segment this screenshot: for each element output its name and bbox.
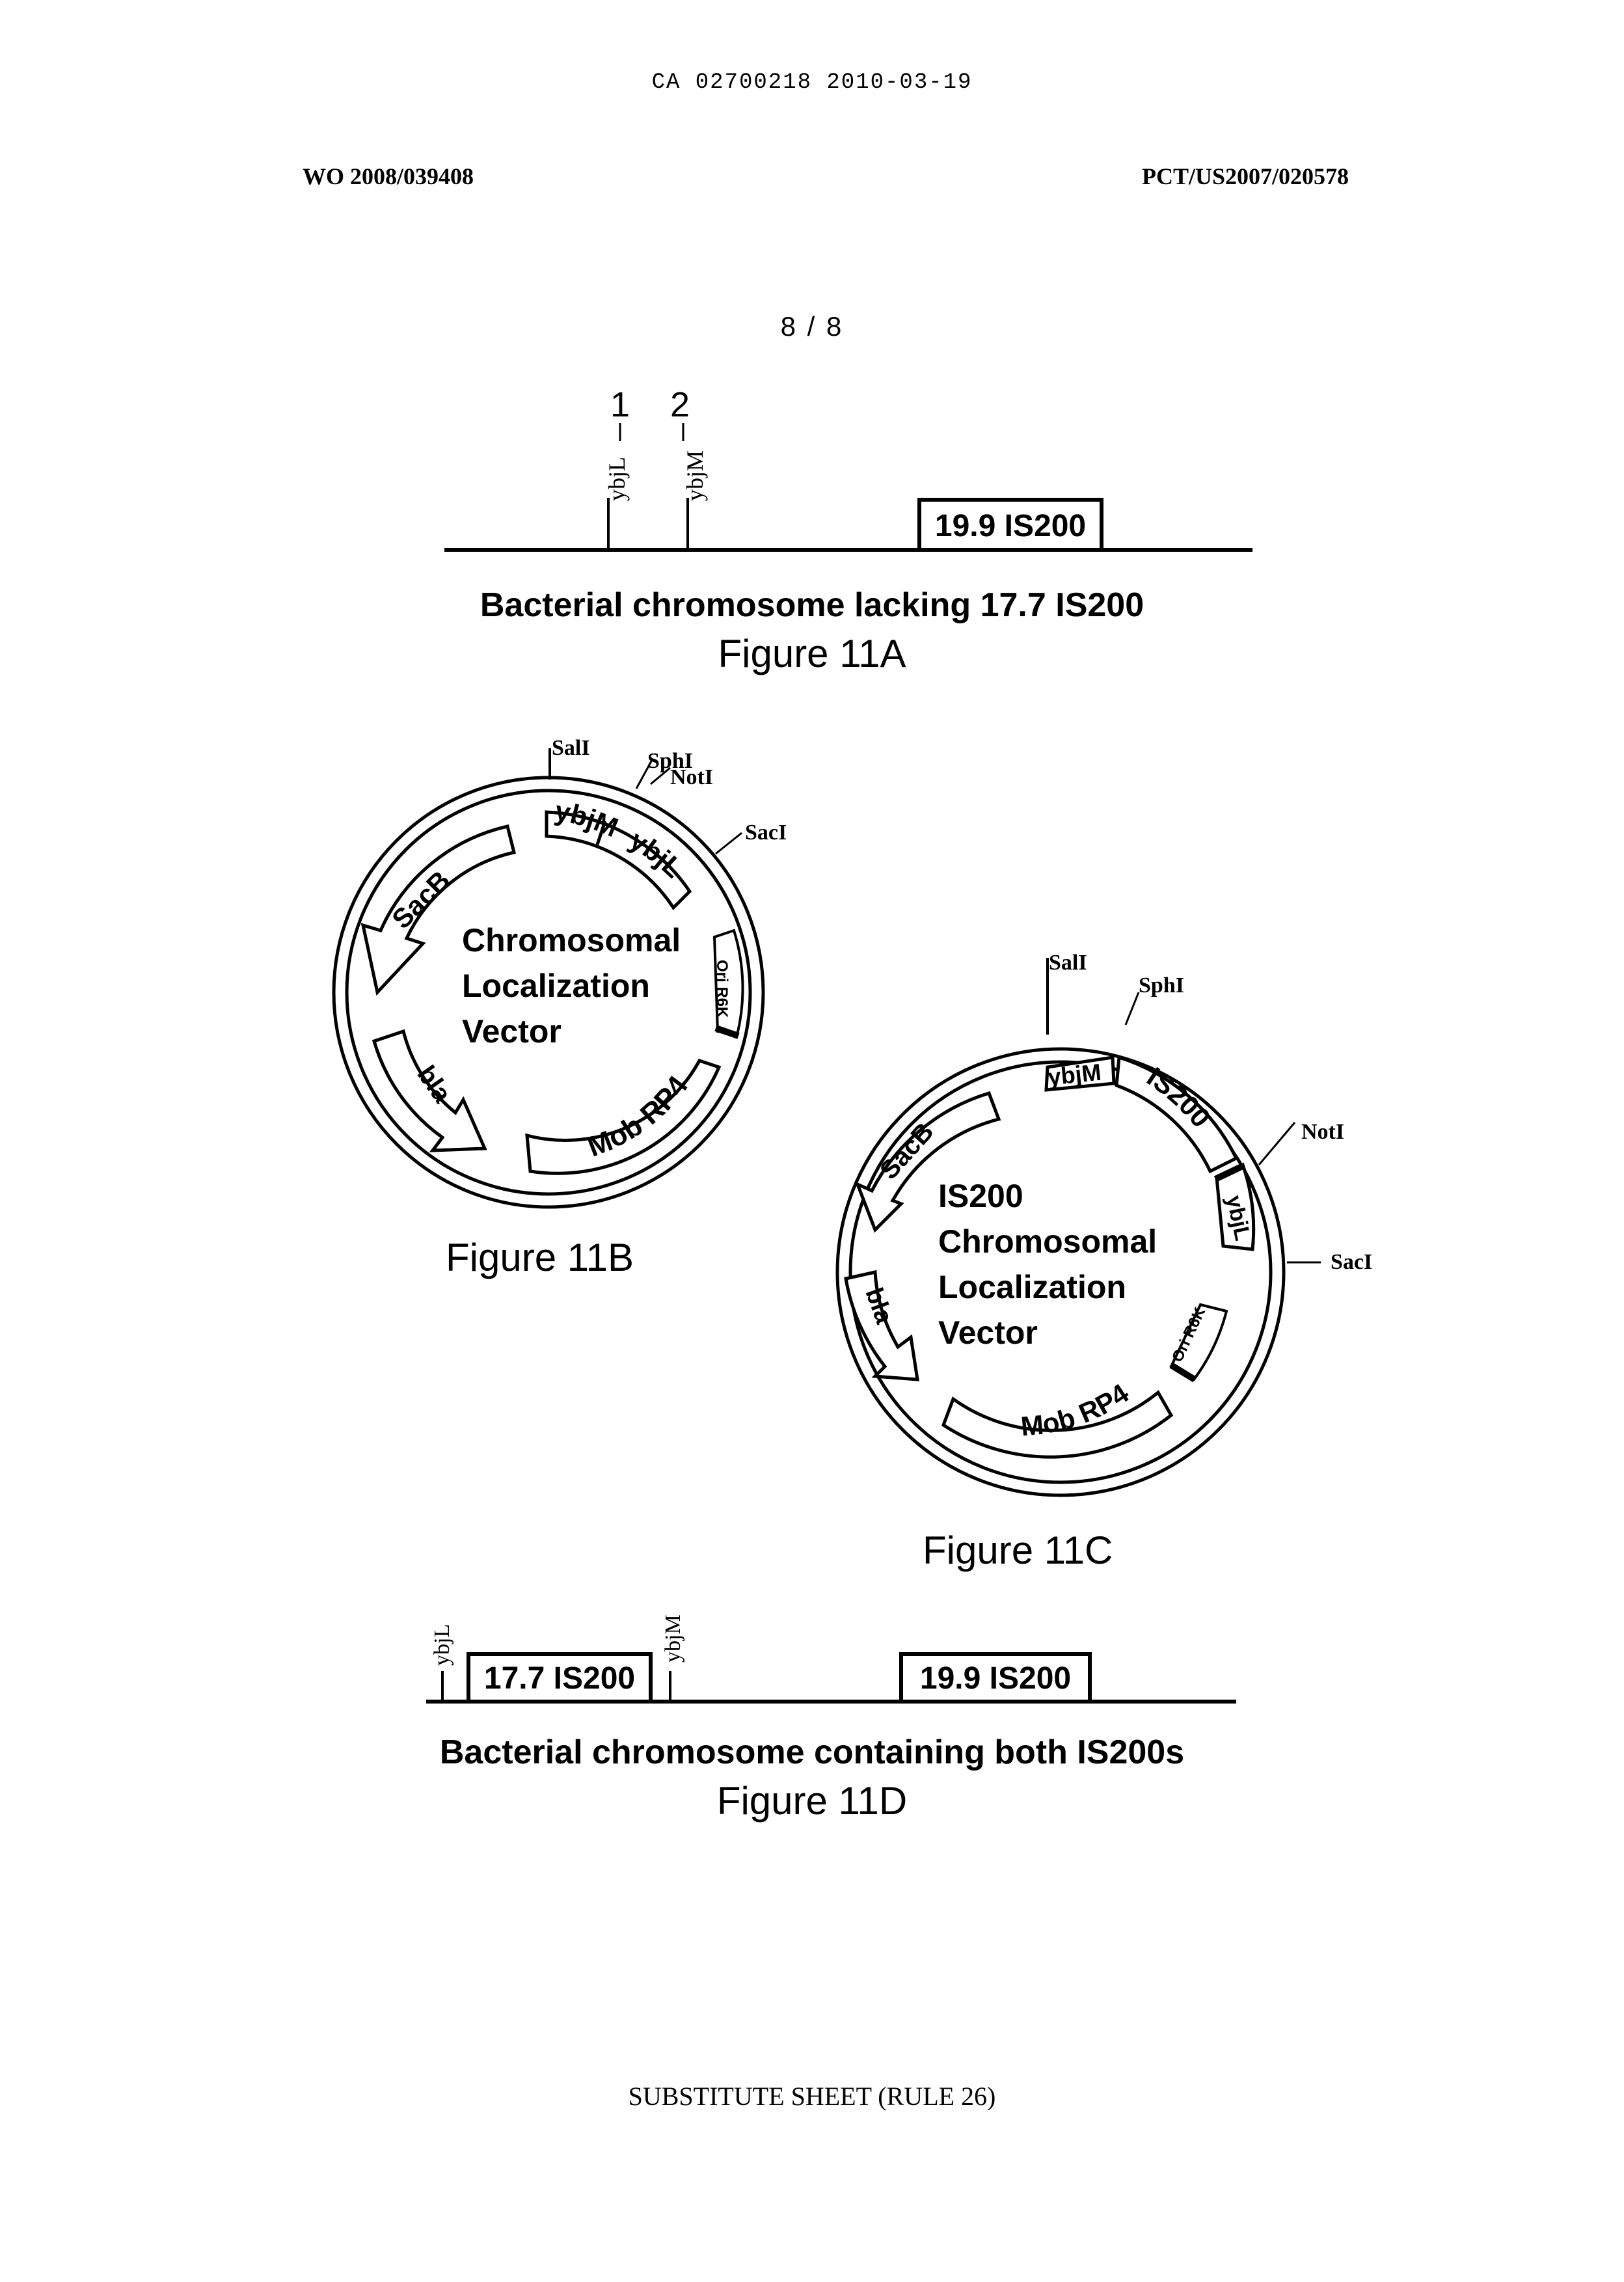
segment-ori: Ori R6K xyxy=(713,960,731,1018)
is200-box-right: 19.9 IS200 xyxy=(920,1661,1071,1696)
vector-name-line3: Localization xyxy=(938,1269,1126,1305)
caption-11a: Bacterial chromosome lacking 17.7 IS200 xyxy=(0,586,1624,625)
gene-ybjL: ybjL xyxy=(604,457,630,501)
figure-11d: ybjL ybjM 17.7 IS200 19.9 IS200 xyxy=(426,1614,1236,1702)
site-sali: SalI xyxy=(552,736,590,760)
site-noti: NotI xyxy=(1301,1120,1344,1144)
vector-name-line2: Localization xyxy=(462,968,650,1004)
gene-ybjM: ybjM xyxy=(682,450,708,501)
vector-name-line3: Vector xyxy=(462,1013,562,1050)
vector-name-line1: IS200 xyxy=(938,1178,1023,1214)
site-saci: SacI xyxy=(1331,1250,1372,1274)
footer-note: SUBSTITUTE SHEET (RULE 26) xyxy=(0,2081,1624,2112)
caption-11d: Bacterial chromosome containing both IS2… xyxy=(0,1733,1624,1772)
site-saci: SacI xyxy=(745,821,787,845)
vector-name-line2: Chromosomal xyxy=(938,1223,1157,1260)
site-noti: NotI xyxy=(670,765,713,789)
is200-box: 19.9 IS200 xyxy=(935,509,1086,543)
figure-label-11b: Figure 11B xyxy=(446,1235,634,1280)
gene-ybjM: ybjM xyxy=(661,1614,685,1663)
site-sali: SalI xyxy=(1049,951,1087,975)
figure-11a: 1 2 ybjL ybjM 19.9 IS200 xyxy=(444,385,1252,550)
site-sphi: SphI xyxy=(1139,973,1184,998)
segment-ybjm: ybjM xyxy=(1047,1059,1103,1091)
figure-label-11a: Figure 11A xyxy=(0,631,1624,676)
is200-box-left: 17.7 IS200 xyxy=(484,1661,635,1696)
gene-ybjL: ybjL xyxy=(430,1624,454,1666)
figure-label-11c: Figure 11C xyxy=(923,1528,1113,1573)
marker-2: 2 xyxy=(670,385,690,424)
vector-name-line4: Vector xyxy=(938,1314,1038,1351)
figure-label-11d: Figure 11D xyxy=(0,1778,1624,1823)
marker-1: 1 xyxy=(610,385,630,424)
figure-11c-plasmid: SalI SphI NotI SacI ybjM IS200 ybjL Ori … xyxy=(837,951,1372,1495)
vector-name-line1: Chromosomal xyxy=(462,922,681,958)
figure-11b-plasmid: SalI SphI NotI SacI ybjM ybjL Ori R6K Mo… xyxy=(334,736,787,1207)
